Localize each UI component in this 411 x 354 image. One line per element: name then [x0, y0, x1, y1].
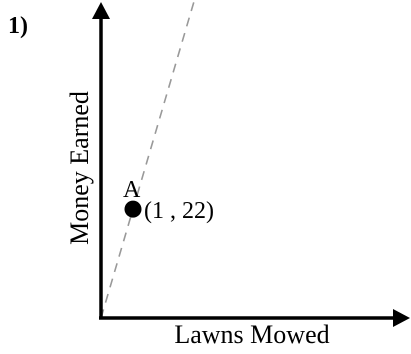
y-axis-label: Money Earned	[65, 91, 94, 245]
point-a-marker	[124, 200, 142, 218]
data-marks: A(1 , 22)	[123, 177, 214, 224]
point-a-label: A	[123, 177, 141, 203]
x-axis-label: Lawns Mowed	[174, 320, 329, 349]
trend-line	[100, 0, 196, 319]
y-axis-arrow-icon	[92, 2, 110, 19]
x-axis-arrow-icon	[393, 309, 410, 327]
point-a-coordinates: (1 , 22)	[144, 198, 214, 224]
problem-number: 1)	[8, 13, 28, 39]
